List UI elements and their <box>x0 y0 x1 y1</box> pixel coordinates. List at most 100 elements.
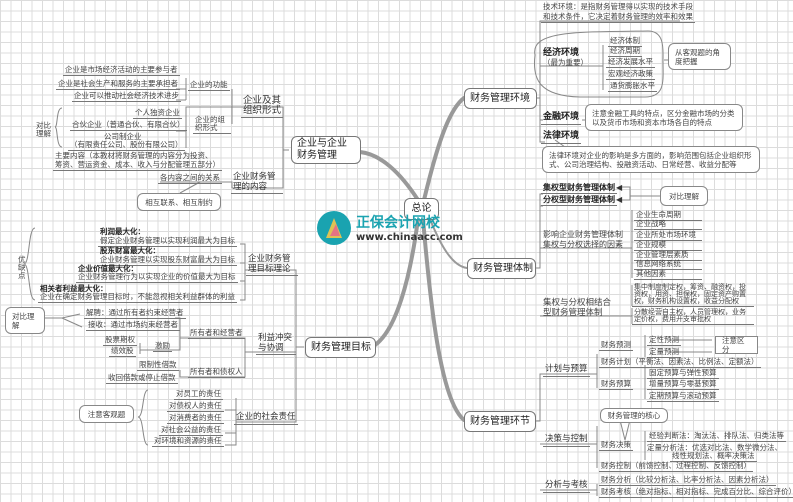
plan-label: 财务计划（平衡法、因素法、比例法、定额法） <box>599 357 761 368</box>
branch-line-enterprise <box>358 150 420 202</box>
tech-env: 技术环境：是指财务管理得以实现的技术手段 <box>543 2 693 11</box>
theory-desc: 企业财务管理以实现股东财富最大为目标 <box>98 255 237 266</box>
branch-line-environment <box>422 96 466 202</box>
core-note: 财务管理的核心 <box>600 408 668 423</box>
responsibility-item: 对消费者的责任 <box>167 413 224 424</box>
form-item: 公司制企业 <box>104 132 142 141</box>
budget-item: 固定预算与弹性预算 <box>647 368 719 379</box>
decentralized-label: 分权型财务管理体制 <box>541 195 617 206</box>
logo-url: www.chinaacc.com <box>356 232 463 243</box>
factor-item: 企业战略 <box>634 220 702 230</box>
economic-tip: 从客观题的角度把握 <box>668 43 731 70</box>
economic-item: 经济体制 <box>608 36 642 47</box>
economic-item: 经济周期 <box>608 46 642 57</box>
content-main: 筹资、营运资金、成本、收入与分配管理五部分） <box>53 160 222 171</box>
pros-cons-label: 优缺点 <box>18 255 26 280</box>
financial-tip-text: 注意金融工具的特点，区分金融市场的分类以及货币市场和资本市场各自的特点 <box>592 108 735 127</box>
factor-item: 企业管理层素质 <box>634 251 702 261</box>
center-node[interactable]: 总论 <box>404 198 439 220</box>
system-compare-text: 对比理解 <box>669 191 699 201</box>
branch-line-goal <box>373 217 420 347</box>
theory-name: 企业价值最大化： <box>78 264 138 273</box>
responsibility-item: 对员工的责任 <box>174 389 223 400</box>
objective-note-text: 注意客观题 <box>87 409 126 419</box>
incentive-item: 绩效股 <box>109 346 136 357</box>
system-compare-box: 对比理解 <box>660 186 708 206</box>
node-goal[interactable]: 财务管理目标 <box>305 337 376 358</box>
economic-tip-text: 从客观题的角度把握 <box>675 47 720 66</box>
node-process[interactable]: 财务管理环节 <box>464 411 536 432</box>
theory-desc: 企业在确定财务管理目标时，不能忽视相关利益群体的利益 <box>38 292 237 303</box>
forecast-item: 定量预测 <box>647 347 681 358</box>
branch-line-process <box>421 217 466 422</box>
center-label: 总论 <box>411 203 432 214</box>
incentive-item: 股票期权 <box>103 335 137 346</box>
node-enterprise-label: 企业与企业财务管理 <box>297 138 347 161</box>
plan-title: 计划与预算 <box>543 364 590 377</box>
relation-note-text: 相互联系、相互制约 <box>145 197 213 207</box>
logo: 正保会计网校 www.chinaacc.com <box>316 210 463 248</box>
decision-label: 财务决策 <box>599 440 633 451</box>
incentive-label: 激励 <box>153 341 172 352</box>
factor-item: 信息网络系统 <box>634 260 702 270</box>
goal-compare-box: 对比理解 <box>5 307 45 334</box>
form-item: 个人独资企业 <box>133 108 182 119</box>
budget-item: 增量预算与零基预算 <box>647 379 719 390</box>
tech-env: 和技术条件，它决定着财务管理的效率和效果 <box>541 12 695 23</box>
goal-compare-text: 对比理解 <box>12 311 35 330</box>
analysis-title: 分析与考核 <box>543 480 590 493</box>
combined-central: 集中制度制定权，筹资、融资权，投资权，用资、担保权，固定资产购置权，财务机构设置… <box>632 284 754 307</box>
relation-note: 相互联系、相互制约 <box>137 193 221 211</box>
owner-creditor-label: 所有者和债权人 <box>188 367 245 378</box>
node-environment-label: 财务管理环境 <box>470 92 530 104</box>
responsibility-item: 对社会公益的责任 <box>159 425 223 436</box>
financial-tip: 注意金融工具的特点，区分金融市场的分类以及货币市场和资本市场各自的特点 <box>585 104 743 131</box>
arrow-left-icon: ◀ <box>616 195 623 204</box>
node-system[interactable]: 财务管理体制 <box>467 258 536 279</box>
decision-item: 定量分析法：优选对比法、数学微分法、 <box>647 443 782 452</box>
evaluation-label: 财务考核（绝对指标、相对指标、完成百分比、综合评价） <box>599 488 793 498</box>
conflict-title: 利益冲突与协调 <box>256 333 296 355</box>
decision-item: 经验判断法：淘汰法、排队法、归类法等 <box>647 431 786 442</box>
function-item: 企业是市场经济活动的主要参与者 <box>63 65 180 76</box>
theory-name: 股东财富最大化： <box>100 246 160 255</box>
content-main: 主要内容（本教材将财务管理的内容分为投资、 <box>55 151 213 160</box>
forecast-item: 定性预测 <box>647 335 681 346</box>
theory-desc: 企业财务管理行为以实现企业的价值最大为目标 <box>76 272 238 283</box>
factor-item: 企业所处市场环境 <box>634 231 702 241</box>
factor-item: 企业规模 <box>634 241 702 251</box>
legal-label: 法律环境 <box>541 131 582 144</box>
forecast-label: 财务预测 <box>599 340 633 351</box>
combined-decentral: 分散经营自主权，人员管理权，业务定价权，费用开支审批权 <box>632 309 754 325</box>
decision-item: 线性规划法、概率决策法 <box>670 451 757 462</box>
responsibility-item: 对环境和资源的责任 <box>152 436 224 447</box>
centralized-label: 集权型财务管理体制 <box>541 183 617 194</box>
logo-brand: 正保会计网校 <box>356 215 440 231</box>
analysis-label: 财务分析（比较分析法、比率分析法、因素分析法） <box>599 475 776 486</box>
creditor-measure: 限制性借款 <box>137 360 179 371</box>
theory-name: 相关者利益最大化： <box>40 284 108 293</box>
decision-title: 决策与控制 <box>543 434 590 447</box>
relation-label: 各内容之间的关系 <box>158 173 222 184</box>
org-title: 企业及其组织形式 <box>241 95 283 118</box>
economic-item: 通货膨胀水平 <box>608 81 657 92</box>
arrow-left-icon: ◀ <box>616 183 623 192</box>
legal-tip-text: 法律环境对企业的影响是多方面的，影响范围包括企业组织形式、公司治理结构、投融资活… <box>549 150 752 169</box>
factors-title: 影响企业财务管理体制集权与分权选择的因素 <box>543 230 623 249</box>
form-item: 合伙企业（普通合伙、有限合伙） <box>70 120 187 131</box>
objective-note-box: 注意客观题 <box>79 405 134 423</box>
economic-item: 经济发展水平 <box>606 57 655 68</box>
theory-desc: 假定企业财务管理以实现利润最大为目标 <box>98 236 237 247</box>
factor-item: 其他因素 <box>634 270 702 280</box>
budget-label: 财务预算 <box>599 379 633 390</box>
factor-item: 企业生命周期 <box>634 211 702 221</box>
forecast-tip-text: 注意区分 <box>722 336 745 354</box>
combined-title: 集权与分权相结合型财务管理体制 <box>543 298 612 318</box>
node-environment[interactable]: 财务管理环境 <box>464 88 537 109</box>
node-enterprise[interactable]: 企业与企业财务管理 <box>291 136 361 164</box>
core-note-text: 财务管理的核心 <box>607 411 661 420</box>
forecast-tip: 注意区分 <box>715 336 758 354</box>
budget-item: 定期预算与滚动预算 <box>647 391 719 402</box>
social-title: 企业的社会责任 <box>234 412 298 425</box>
